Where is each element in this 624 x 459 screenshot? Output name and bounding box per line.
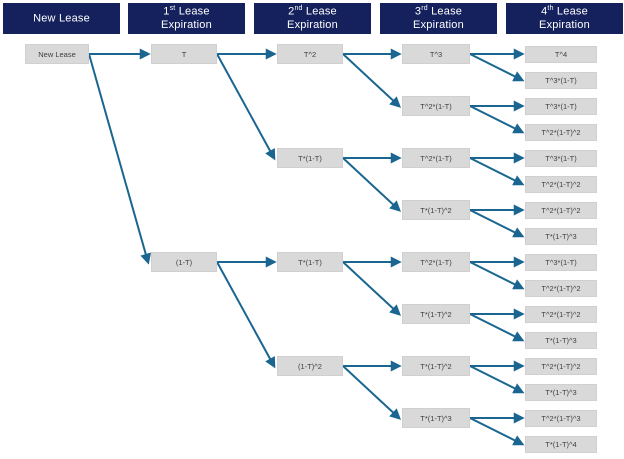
tree-edge (469, 417, 525, 446)
tree-node: T*(1-T)^4 (525, 435, 597, 453)
tree-edge (342, 53, 402, 108)
header-4th-lease-expiration: 4th Lease Expiration (506, 3, 623, 34)
tree-node: T (151, 44, 217, 64)
tree-edge (469, 209, 525, 238)
tree-node: T^2*(1-T)^2 (525, 279, 597, 297)
header-line2: Expiration (161, 18, 212, 31)
tree-node-label: New Lease (38, 49, 76, 59)
tree-node: T^2*(1-T)^2 (525, 357, 597, 375)
header-ordinal-suffix: nd (294, 5, 303, 13)
header-ordinal-suffix: st (169, 5, 176, 13)
tree-node-label: T*(1-T) (298, 257, 322, 267)
tree-node-label: T^3*(1-T) (545, 75, 577, 85)
tree-edge (342, 365, 402, 420)
tree-edge (342, 157, 402, 212)
tree-node: T^2*(1-T)^2 (525, 123, 597, 141)
tree-node: T^3*(1-T) (525, 71, 597, 89)
tree-node-label: T*(1-T)^2 (420, 309, 452, 319)
tree-node: T^3*(1-T) (525, 253, 597, 271)
tree-node-label: T (181, 49, 187, 59)
tree-node: T*(1-T)^2 (402, 304, 470, 324)
tree-edge (216, 53, 276, 161)
tree-node: T^2*(1-T)^3 (525, 409, 597, 427)
tree-edge (469, 105, 525, 134)
tree-node-label: T*(1-T)^2 (420, 361, 452, 371)
tree-edge (216, 261, 276, 369)
tree-node: T*(1-T) (277, 252, 343, 272)
tree-node: T*(1-T)^2 (402, 356, 470, 376)
tree-node: T^2*(1-T)^2 (525, 201, 597, 219)
tree-node-label: T*(1-T)^4 (545, 439, 577, 449)
tree-edge (469, 261, 525, 290)
tree-node: T*(1-T)^3 (525, 331, 597, 349)
tree-node: T^2*(1-T)^2 (525, 305, 597, 323)
tree-edge (88, 53, 152, 265)
tree-node: T*(1-T)^2 (402, 200, 470, 220)
tree-node-label: T^2*(1-T)^2 (541, 205, 581, 215)
tree-node-label: T^2*(1-T)^2 (541, 361, 581, 371)
tree-node: T^2*(1-T) (402, 96, 470, 116)
tree-edge (469, 157, 525, 186)
tree-node: T^2*(1-T) (402, 148, 470, 168)
header-1st-lease-expiration: 1st Lease Expiration (128, 3, 245, 34)
tree-node-label: T^2*(1-T)^3 (541, 413, 581, 423)
header-line1: 4th Lease (541, 5, 588, 18)
tree-node-label: T^2*(1-T)^2 (541, 127, 581, 137)
tree-node-label: T^3*(1-T) (545, 257, 577, 267)
tree-edge (342, 261, 402, 316)
header-line2: Expiration (539, 18, 590, 31)
tree-node-label: (1-T)^2 (298, 361, 322, 371)
header-3rd-lease-expiration: 3rd Lease Expiration (380, 3, 497, 34)
tree-node: T*(1-T)^3 (525, 227, 597, 245)
tree-node: T*(1-T)^3 (525, 383, 597, 401)
tree-edge (469, 365, 525, 394)
header-ordinal-suffix: th (547, 5, 554, 13)
header-line1: 3rd Lease (414, 5, 463, 18)
tree-node-label: T^2 (303, 49, 317, 59)
tree-node-label: T*(1-T)^2 (420, 205, 452, 215)
tree-node-label: T*(1-T)^3 (545, 387, 577, 397)
tree-node: T^2*(1-T) (402, 252, 470, 272)
header-new-lease: New Lease (3, 3, 120, 34)
tree-node-label: T^3*(1-T) (545, 101, 577, 111)
tree-node-label: T*(1-T)^3 (545, 335, 577, 345)
tree-edge (469, 313, 525, 342)
header-2nd-lease-expiration: 2nd Lease Expiration (254, 3, 371, 34)
tree-node: T^2*(1-T)^2 (525, 175, 597, 193)
tree-node: T*(1-T)^3 (402, 408, 470, 428)
header-line1: 1st Lease (163, 5, 210, 18)
tree-node: T^3*(1-T) (525, 149, 597, 167)
tree-node: New Lease (25, 44, 89, 64)
tree-node-label: T^2*(1-T) (420, 153, 452, 163)
tree-node-label: T^2*(1-T) (420, 101, 452, 111)
tree-node-label: T*(1-T)^3 (545, 231, 577, 241)
header-ordinal-suffix: rd (421, 5, 428, 13)
tree-node: T^2 (277, 44, 343, 64)
tree-node-label: T^2*(1-T)^2 (541, 309, 581, 319)
tree-node: (1-T)^2 (277, 356, 343, 376)
tree-node: T^3 (402, 44, 470, 64)
header-line2: Expiration (287, 18, 338, 31)
tree-edge (469, 53, 525, 82)
header-line2: Expiration (413, 18, 464, 31)
tree-node: T*(1-T) (277, 148, 343, 168)
header-line1: New Lease (33, 12, 90, 25)
tree-node: T^4 (525, 45, 597, 63)
tree-node-label: T*(1-T)^3 (420, 413, 452, 423)
tree-node: T^3*(1-T) (525, 97, 597, 115)
tree-node-label: T^3 (429, 49, 443, 59)
tree-node-label: T^3*(1-T) (545, 153, 577, 163)
tree-node-label: (1-T) (175, 257, 193, 267)
tree-node-label: T^2*(1-T)^2 (541, 283, 581, 293)
tree-node-label: T^2*(1-T)^2 (541, 179, 581, 189)
tree-node-label: T^2*(1-T) (420, 257, 452, 267)
tree-node-label: T*(1-T) (298, 153, 322, 163)
tree-node: (1-T) (151, 252, 217, 272)
tree-node-label: T^4 (554, 49, 568, 59)
header-line1: 2nd Lease (288, 5, 337, 18)
